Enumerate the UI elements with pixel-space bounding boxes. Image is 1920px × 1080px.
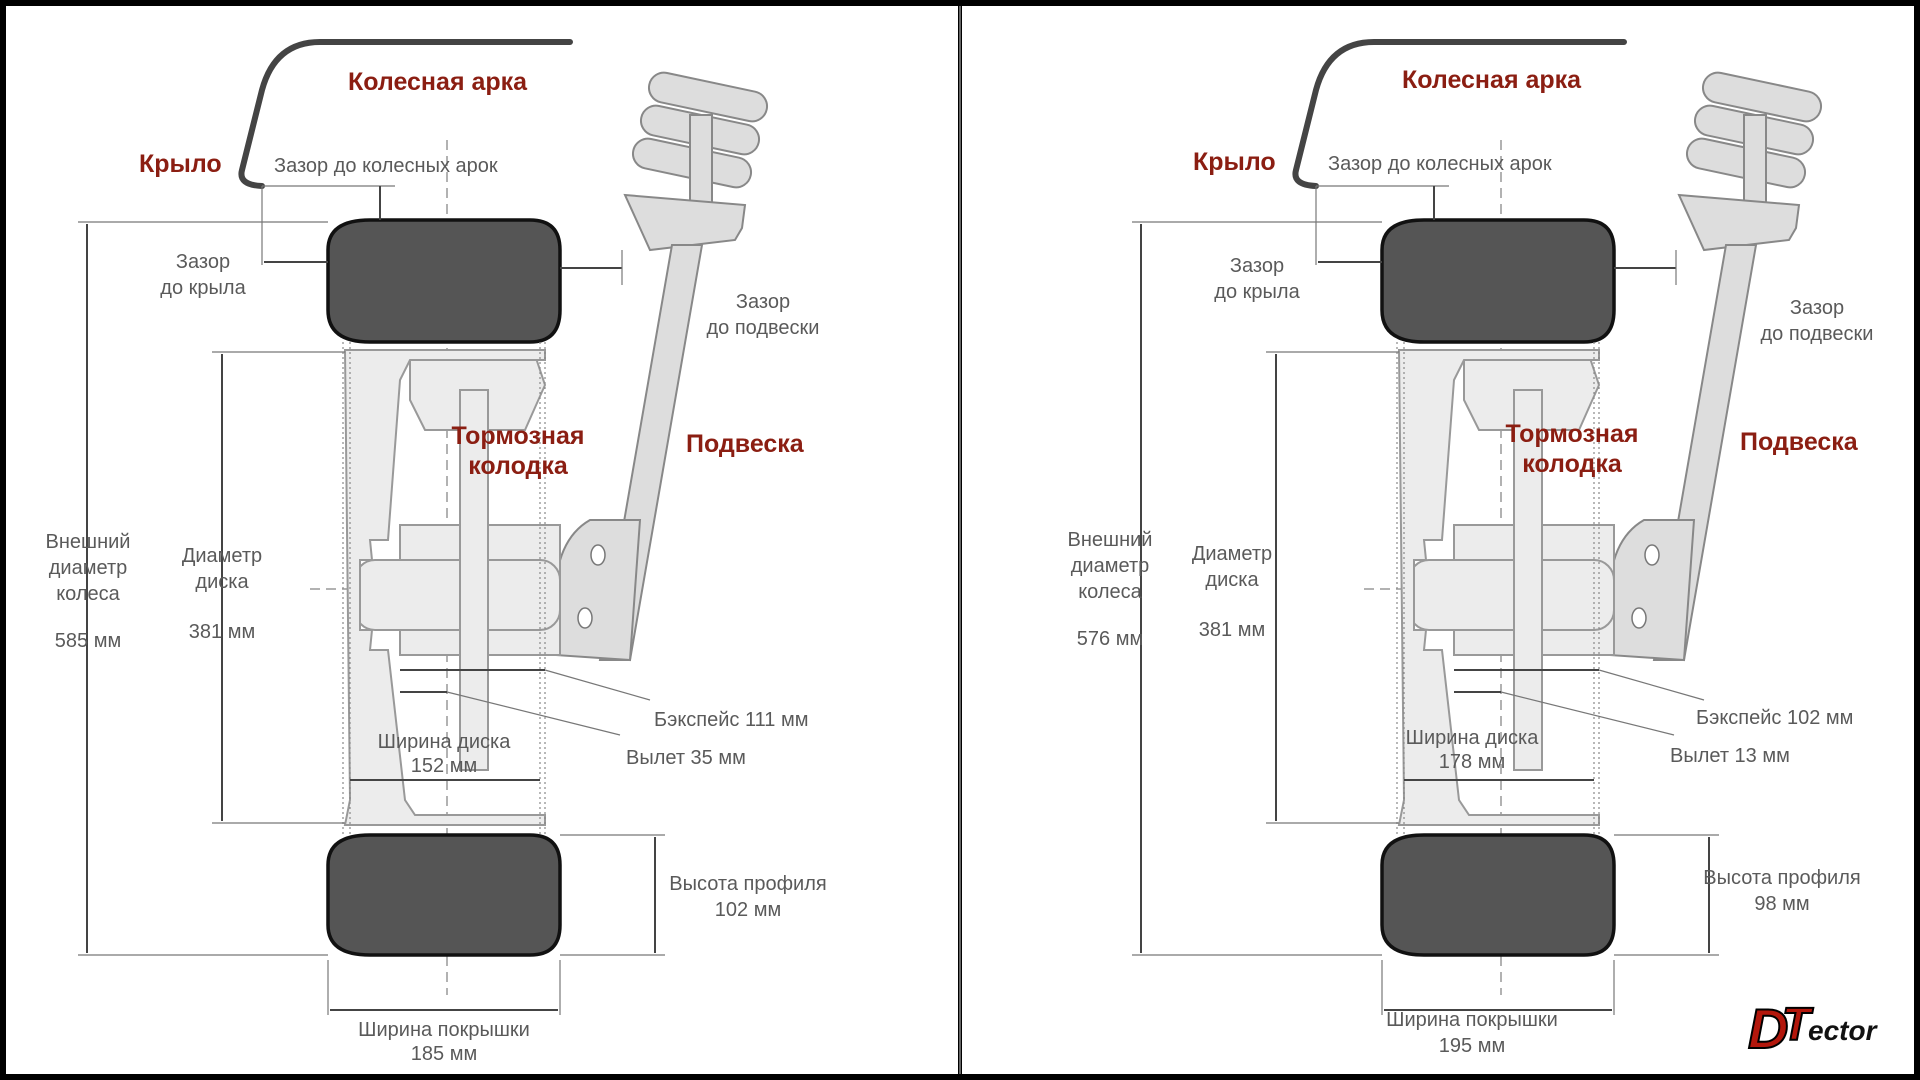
wing-gap-label-2: до крыла xyxy=(160,277,246,299)
suspension-label: Подвеска xyxy=(686,430,805,458)
wing-gap-label-1: Зазор xyxy=(176,251,230,273)
right-wheel-diagram: Колесная арка Крыло Зазор до колесных ар… xyxy=(1068,42,1874,1057)
outer-diam-label-1: Внешний xyxy=(46,531,131,553)
wing-label: Крыло xyxy=(139,150,222,178)
brake-label-1: Тормозная xyxy=(1505,420,1638,448)
suspension-label: Подвеска xyxy=(1740,428,1859,456)
arch-gap-label: Зазор до колесных арок xyxy=(274,155,498,177)
susp-gap-label-2: до подвески xyxy=(707,317,820,339)
rim-diam-label-2: диска xyxy=(195,571,249,593)
rim-diam-value: 381 мм xyxy=(1199,619,1265,641)
wing-label: Крыло xyxy=(1193,148,1276,176)
wing-gap-label-2: до крыла xyxy=(1214,281,1300,303)
susp-gap-label-1: Зазор xyxy=(1790,297,1844,319)
outer-diam-label-3: колеса xyxy=(56,583,120,605)
arch-label: Колесная арка xyxy=(1402,66,1582,94)
profile-label-1: Высота профиля xyxy=(669,873,826,895)
susp-gap-label-2: до подвески xyxy=(1761,323,1874,345)
backspace-label: Бэкспейс 111 мм xyxy=(654,709,808,731)
rim-diam-label-2: диска xyxy=(1205,569,1259,591)
brake-label-1: Тормозная xyxy=(451,422,584,450)
svg-text:T: T xyxy=(1782,998,1814,1050)
tire-width-label-2: 195 мм xyxy=(1439,1035,1505,1057)
brake-label-2: колодка xyxy=(468,452,569,480)
rim-diam-value: 381 мм xyxy=(189,621,255,643)
rim-width-label-1: Ширина диска xyxy=(1406,727,1540,749)
profile-label-2: 102 мм xyxy=(715,899,781,921)
wing-gap-label-1: Зазор xyxy=(1230,255,1284,277)
outer-diam-label-2: диаметр xyxy=(49,557,127,579)
left-wheel-diagram: Колесная арка Крыло Зазор до колесных ар… xyxy=(46,42,827,1065)
outer-diam-label-2: диаметр xyxy=(1071,555,1149,577)
outer-diam-value: 576 мм xyxy=(1077,628,1143,650)
backspace-label: Бэкспейс 102 мм xyxy=(1696,707,1853,729)
offset-label: Вылет 13 мм xyxy=(1670,745,1790,767)
tire-width-label-1: Ширина покрышки xyxy=(1386,1009,1558,1031)
brake-label-2: колодка xyxy=(1522,450,1623,478)
svg-text:ector: ector xyxy=(1808,1015,1879,1046)
outer-diam-label-3: колеса xyxy=(1078,581,1142,603)
outer-diam-value: 585 мм xyxy=(55,630,121,652)
susp-gap-label-1: Зазор xyxy=(736,291,790,313)
tire-width-label-2: 185 мм xyxy=(411,1043,477,1065)
profile-label-2: 98 мм xyxy=(1754,893,1809,915)
rim-diam-label-1: Диаметр xyxy=(182,545,262,567)
outer-diam-label-1: Внешний xyxy=(1068,529,1153,551)
rim-width-label-1: Ширина диска xyxy=(378,731,512,753)
dtector-logo: D T ector xyxy=(1747,996,1879,1061)
rim-width-label-2: 152 мм xyxy=(411,755,477,777)
rim-width-label-2: 178 мм xyxy=(1439,751,1505,773)
tire-width-label-1: Ширина покрышки xyxy=(358,1019,530,1041)
arch-label: Колесная арка xyxy=(348,68,528,96)
svg-text:D: D xyxy=(1748,997,1788,1060)
arch-gap-label: Зазор до колесных арок xyxy=(1328,153,1552,175)
profile-label-1: Высота профиля xyxy=(1703,867,1860,889)
offset-label: Вылет 35 мм xyxy=(626,747,746,769)
rim-diam-label-1: Диаметр xyxy=(1192,543,1272,565)
